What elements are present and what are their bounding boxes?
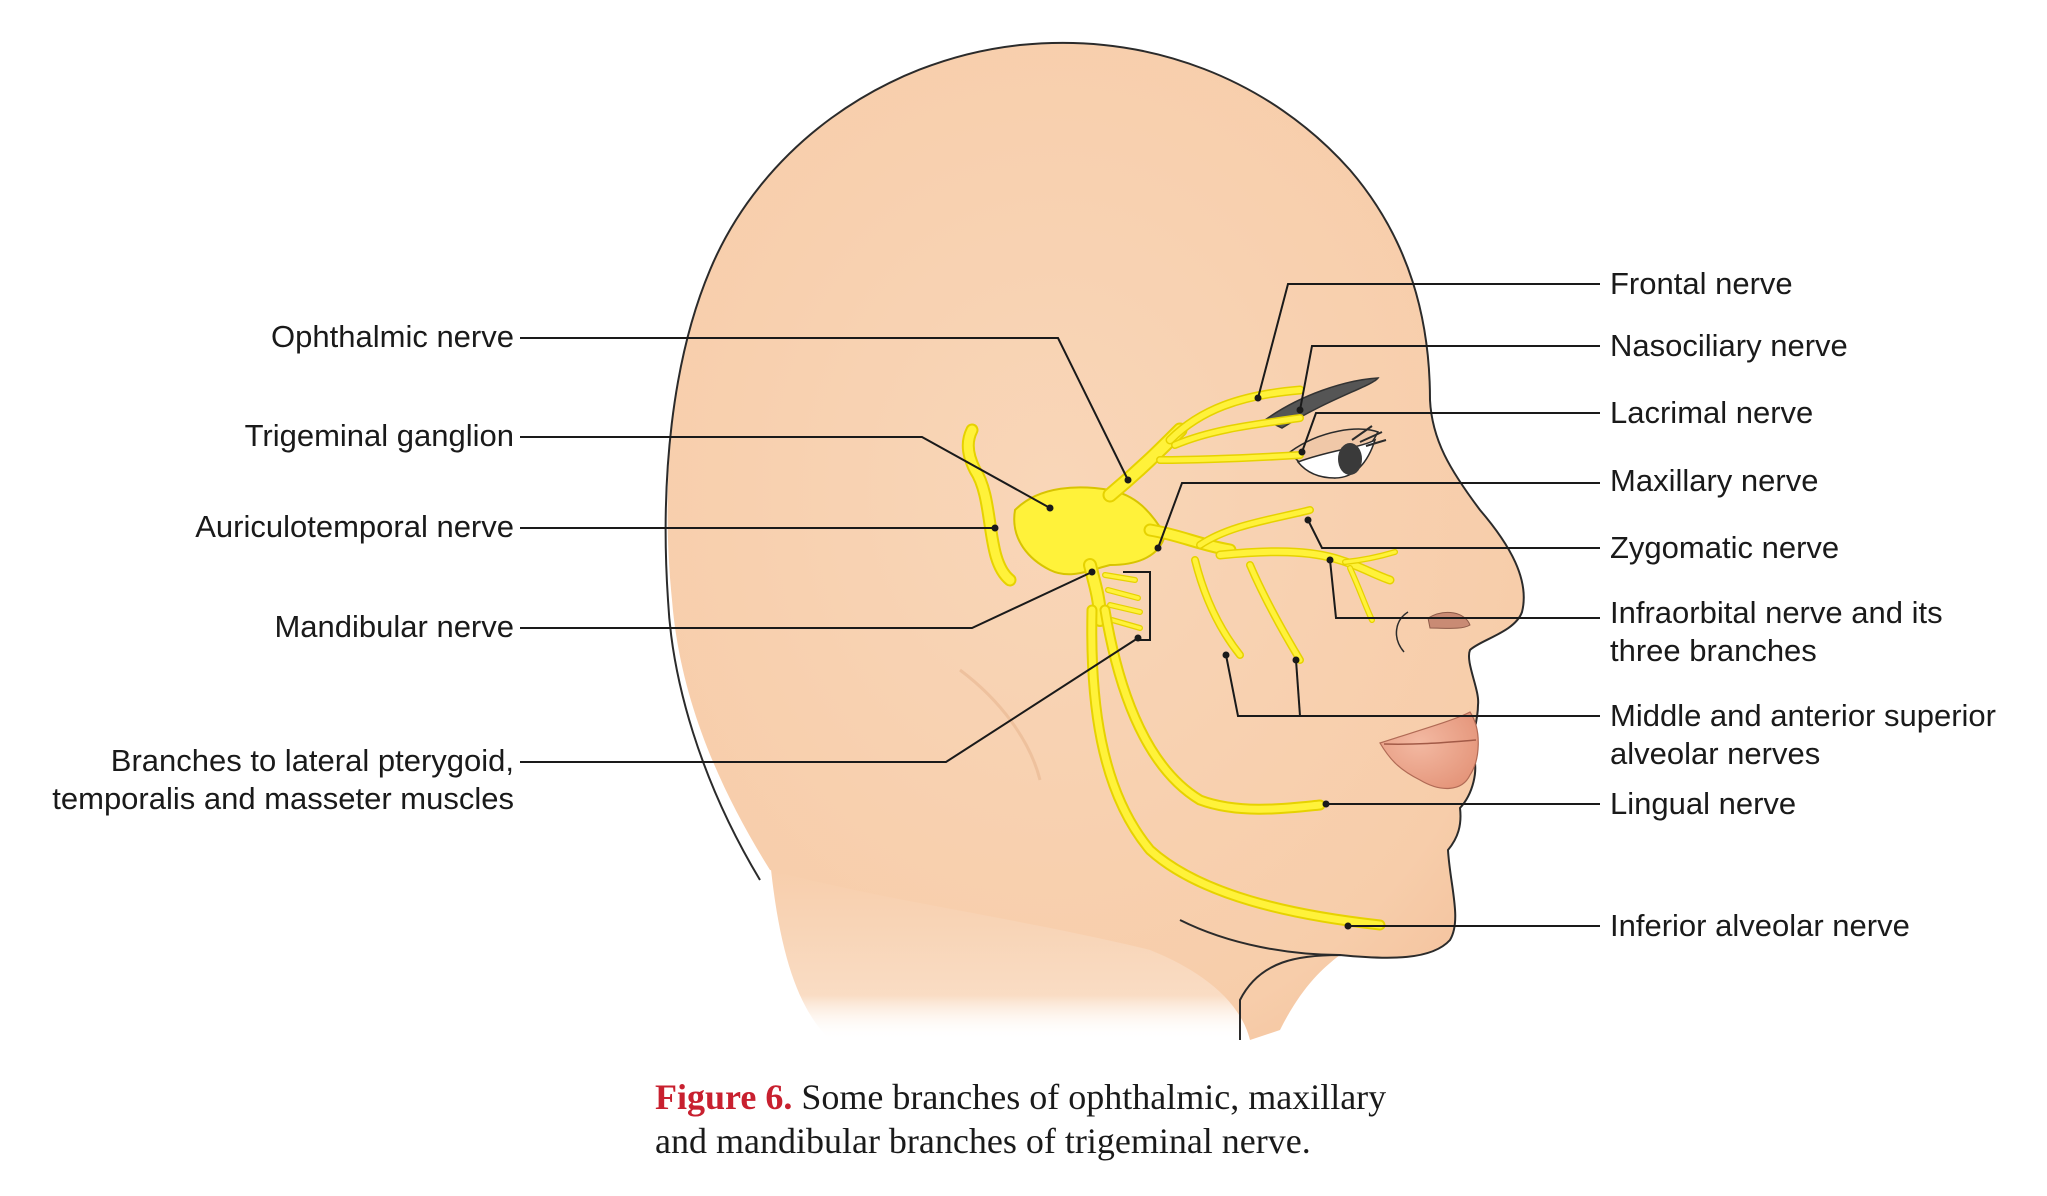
jaw-line bbox=[1179, 919, 1341, 956]
label-line: Lingual nerve bbox=[1610, 786, 1797, 821]
label-line: Mandibular nerve bbox=[274, 609, 514, 644]
label-line: Auriculotemporal nerve bbox=[195, 509, 514, 544]
lip-line bbox=[1383, 739, 1477, 745]
label-zygomatic-nerve: Zygomatic nerve bbox=[1610, 529, 1839, 567]
label-line: Branches to lateral pterygoid, bbox=[110, 743, 514, 778]
label-line: Maxillary nerve bbox=[1610, 463, 1819, 498]
label-nasociliary-nerve: Nasociliary nerve bbox=[1610, 327, 1848, 365]
figure-number: Figure 6. bbox=[655, 1077, 793, 1117]
caption-text-1: Some branches of ophthalmic, maxillary bbox=[792, 1077, 1387, 1117]
label-ophthalmic-nerve: Ophthalmic nerve bbox=[271, 318, 514, 356]
caption-line-2: and mandibular branches of trigeminal ne… bbox=[655, 1121, 1311, 1161]
label-line: alveolar nerves bbox=[1610, 736, 1821, 771]
label-lingual-nerve: Lingual nerve bbox=[1610, 785, 1796, 823]
neck bbox=[770, 860, 1300, 1040]
label-line: Inferior alveolar nerve bbox=[1610, 908, 1910, 943]
figure-caption: Figure 6. Some branches of ophthalmic, m… bbox=[655, 1075, 1555, 1163]
label-line: Zygomatic nerve bbox=[1610, 530, 1840, 565]
trigeminal-nerves bbox=[961, 385, 1398, 931]
label-superior-alveolar-nerves: Middle and anterior superior alveolar ne… bbox=[1610, 697, 1996, 773]
label-mandibular-nerve: Mandibular nerve bbox=[274, 608, 514, 646]
nostril bbox=[1427, 611, 1471, 629]
label-lacrimal-nerve: Lacrimal nerve bbox=[1610, 394, 1813, 432]
label-line: Frontal nerve bbox=[1610, 266, 1793, 301]
iris bbox=[1338, 443, 1362, 475]
caption-line-1: Figure 6. Some branches of ophthalmic, m… bbox=[655, 1075, 1555, 1119]
label-inferior-alveolar-nerve: Inferior alveolar nerve bbox=[1610, 907, 1910, 945]
label-pterygoid-branches: Branches to lateral pterygoid, temporali… bbox=[52, 742, 514, 818]
label-line: Ophthalmic nerve bbox=[271, 319, 514, 354]
label-line: Trigeminal ganglion bbox=[244, 418, 514, 453]
leader-lines bbox=[520, 283, 1600, 927]
lips bbox=[1379, 711, 1479, 790]
pointer-dots bbox=[991, 394, 1352, 930]
head-outline bbox=[664, 41, 1525, 1040]
label-trigeminal-ganglion: Trigeminal ganglion bbox=[245, 417, 514, 455]
label-frontal-nerve: Frontal nerve bbox=[1610, 265, 1793, 303]
label-line: Infraorbital nerve and its bbox=[1610, 595, 1943, 630]
nose-crease bbox=[1395, 611, 1409, 653]
label-line: temporalis and masseter muscles bbox=[52, 781, 514, 816]
label-line: three branches bbox=[1610, 633, 1817, 668]
eyelashes bbox=[1351, 425, 1387, 447]
label-line: Lacrimal nerve bbox=[1610, 395, 1814, 430]
label-maxillary-nerve: Maxillary nerve bbox=[1610, 462, 1818, 500]
ear-hint bbox=[959, 668, 1042, 781]
label-line: Nasociliary nerve bbox=[1610, 328, 1848, 363]
label-infraorbital-nerve: Infraorbital nerve and its three branche… bbox=[1610, 594, 1943, 670]
label-auriculotemporal-nerve: Auriculotemporal nerve bbox=[195, 508, 514, 546]
label-line: Middle and anterior superior bbox=[1610, 698, 1996, 733]
